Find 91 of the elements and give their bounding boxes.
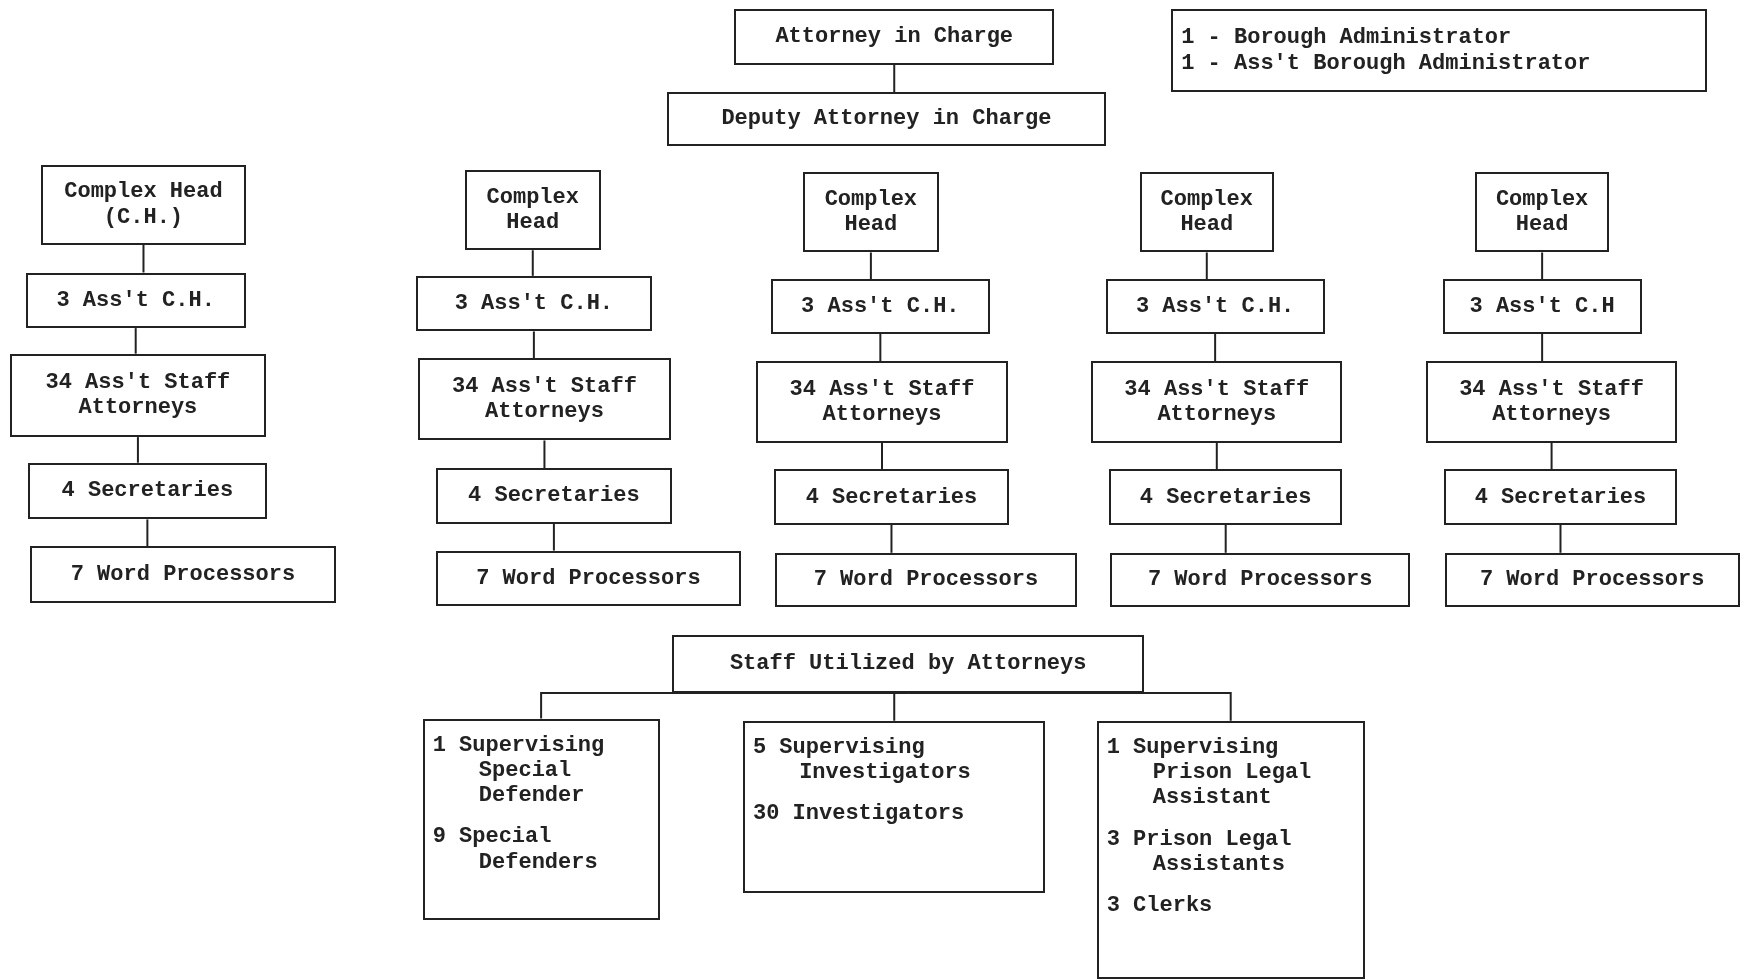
- org-box: [1105, 279, 1325, 334]
- connector-line: [907, 691, 1232, 722]
- position-label: 7 Word Processors: [1479, 567, 1705, 593]
- position-label: 3 Ass't C.H: [1469, 293, 1615, 320]
- org-box: [41, 164, 246, 245]
- position-label: 4 Secretaries: [61, 478, 234, 504]
- connector-line: [1541, 251, 1544, 281]
- position-label: 3 Ass't C.H.: [56, 287, 215, 313]
- position-label: 7 Word Processors: [70, 561, 296, 588]
- org-box: [1096, 720, 1365, 979]
- connector-line: [1214, 332, 1217, 363]
- position-label: 7 Word Processors: [476, 565, 701, 591]
- connector-line: [1541, 332, 1544, 363]
- org-box: [742, 720, 1046, 894]
- position-label: 4 Secretaries: [468, 483, 640, 509]
- org-box: [1474, 172, 1610, 253]
- position-label: Complex Head: [1159, 187, 1254, 238]
- position-label: Complex Head: [823, 187, 919, 238]
- org-box: [27, 462, 267, 520]
- position-label: Complex Head: [1494, 187, 1590, 238]
- position-label: Staff Utilized by Attorneys: [729, 651, 1087, 677]
- position-label: 1 Supervising Prison Legal Assistant: [1106, 734, 1313, 811]
- position-label: 3 Ass't C.H.: [801, 293, 960, 320]
- position-label: 4 Secretaries: [805, 484, 978, 510]
- org-box: [667, 92, 1106, 146]
- connector-line: [1215, 441, 1218, 471]
- position-label: 4 Secretaries: [1139, 484, 1312, 510]
- position-label: 1 Supervising Special Defender: [432, 732, 606, 809]
- connector-line: [146, 518, 149, 548]
- org-box: [770, 279, 990, 334]
- position-label: Complex Head: [485, 184, 580, 236]
- org-box: [1444, 552, 1740, 608]
- org-box: [775, 552, 1077, 608]
- position-label: 34 Ass't Staff Attorneys: [1123, 376, 1311, 428]
- position-label: Attorney in Charge: [775, 24, 1014, 50]
- org-box: [1140, 172, 1274, 253]
- org-box: [1442, 279, 1642, 334]
- position-label: 5 Supervising Investigators: [752, 734, 972, 786]
- org-box: [436, 468, 672, 524]
- connector-line: [142, 243, 145, 274]
- org-box: [734, 8, 1055, 65]
- position-label: 3 Clerks: [1106, 893, 1214, 919]
- connector-line: [136, 436, 139, 464]
- org-box: [415, 275, 652, 332]
- position-label: 3 Prison Legal Assistants: [1106, 826, 1293, 878]
- connector-line: [869, 251, 872, 281]
- connector-line: [881, 441, 883, 471]
- org-box: [1108, 469, 1343, 525]
- connector-line: [543, 439, 546, 470]
- position-label: 34 Ass't Staff Attorneys: [451, 374, 638, 425]
- connector-line: [1559, 524, 1562, 554]
- position-label: 3 Ass't C.H.: [1135, 293, 1295, 320]
- org-box: [803, 172, 939, 253]
- position-label: 7 Word Processors: [813, 567, 1039, 593]
- position-label: 34 Ass't Staff Attorneys: [44, 370, 232, 421]
- connector-line: [879, 332, 882, 363]
- position-label: 1 - Ass't Borough Administrator: [1181, 50, 1591, 76]
- connector-line: [531, 249, 534, 277]
- position-label: 7 Word Processors: [1147, 567, 1373, 593]
- org-box: [30, 546, 336, 603]
- org-box: [25, 272, 246, 329]
- position-label: Deputy Attorney in Charge: [721, 106, 1052, 132]
- position-label: 9 Special Defenders: [432, 824, 599, 875]
- org-box: [774, 469, 1009, 525]
- position-label: 4 Secretaries: [1474, 484, 1647, 510]
- org-box: [464, 170, 601, 251]
- connector-line: [532, 330, 535, 360]
- org-box: [1171, 8, 1708, 93]
- org-box: [436, 550, 741, 607]
- connector-line: [552, 522, 555, 552]
- position-label: 3 Ass't C.H.: [454, 291, 614, 317]
- org-box: [1443, 469, 1678, 525]
- connector-line: [1205, 251, 1208, 281]
- org-box: [1110, 552, 1411, 608]
- position-label: 1 - Borough Administrator: [1181, 25, 1512, 51]
- connector-line: [893, 63, 896, 94]
- position-label: Complex Head (C.H.): [63, 179, 224, 230]
- org-box: [1091, 361, 1343, 443]
- org-box: [756, 361, 1008, 443]
- org-box: [671, 635, 1145, 693]
- connector-line: [1224, 524, 1227, 554]
- position-label: 34 Ass't Staff Attorneys: [1458, 376, 1645, 428]
- connector-line: [1550, 441, 1553, 471]
- org-box: [10, 353, 266, 438]
- connector-line: [890, 524, 893, 554]
- position-label: 30 Investigators: [752, 801, 966, 827]
- org-box: [418, 358, 671, 441]
- org-box: [422, 718, 660, 920]
- org-box: [1425, 361, 1678, 443]
- position-label: 34 Ass't Staff Attorneys: [788, 376, 976, 428]
- connector-line: [134, 327, 137, 355]
